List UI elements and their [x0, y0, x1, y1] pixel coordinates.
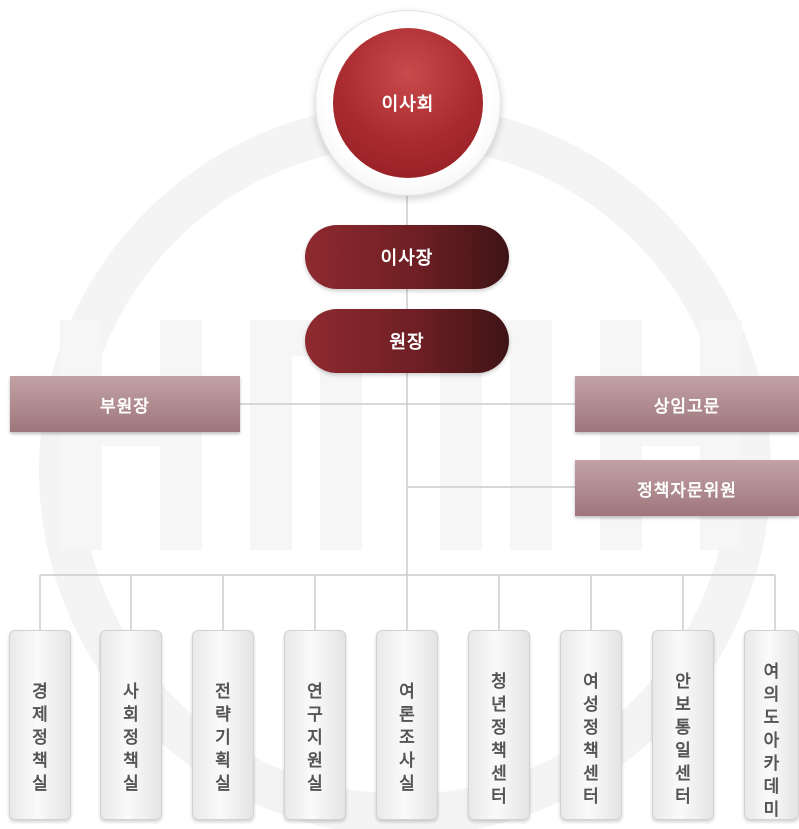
dept-label: 연구지원실 — [307, 682, 323, 794]
dept-strategic-planning: 전략기획실 — [192, 630, 254, 820]
senior-advisor-node: 상임고문 — [575, 376, 799, 432]
dept-label: 경제정책실 — [32, 682, 48, 794]
dept-security-unification-center: 안보통일센터 — [652, 630, 714, 820]
dept-label: 전략기획실 — [215, 682, 231, 794]
board-node: 이사회 — [333, 28, 483, 178]
president-node: 원장 — [305, 309, 509, 373]
board-label: 이사회 — [381, 94, 435, 115]
dept-research-support: 연구지원실 — [284, 630, 346, 820]
dept-label: 청년정책센터 — [491, 672, 507, 807]
president-label: 원장 — [389, 332, 425, 353]
dept-polling: 여론조사실 — [376, 630, 438, 820]
vice-president-node: 부원장 — [10, 376, 240, 432]
chairman-node: 이사장 — [305, 225, 509, 289]
dept-label: 안보통일센터 — [675, 672, 691, 807]
dept-label: 사회정책실 — [123, 682, 139, 794]
dept-social-policy: 사회정책실 — [100, 630, 162, 820]
dept-label: 여론조사실 — [399, 682, 415, 794]
dept-women-policy-center: 여성정책센터 — [560, 630, 622, 820]
policy-committee-node: 정책자문위원 — [575, 460, 799, 516]
dept-label: 여성정책센터 — [583, 672, 599, 807]
vice-president-label: 부원장 — [100, 396, 150, 417]
dept-economic-policy: 경제정책실 — [9, 630, 71, 820]
policy-committee-label: 정책자문위원 — [637, 480, 737, 501]
dept-youth-policy-center: 청년정책센터 — [468, 630, 530, 820]
dept-yeouido-academy: 여의도아카데미 — [744, 630, 799, 820]
chairman-label: 이사장 — [380, 248, 434, 269]
senior-advisor-label: 상임고문 — [653, 396, 721, 417]
dept-label: 여의도아카데미 — [763, 662, 780, 820]
